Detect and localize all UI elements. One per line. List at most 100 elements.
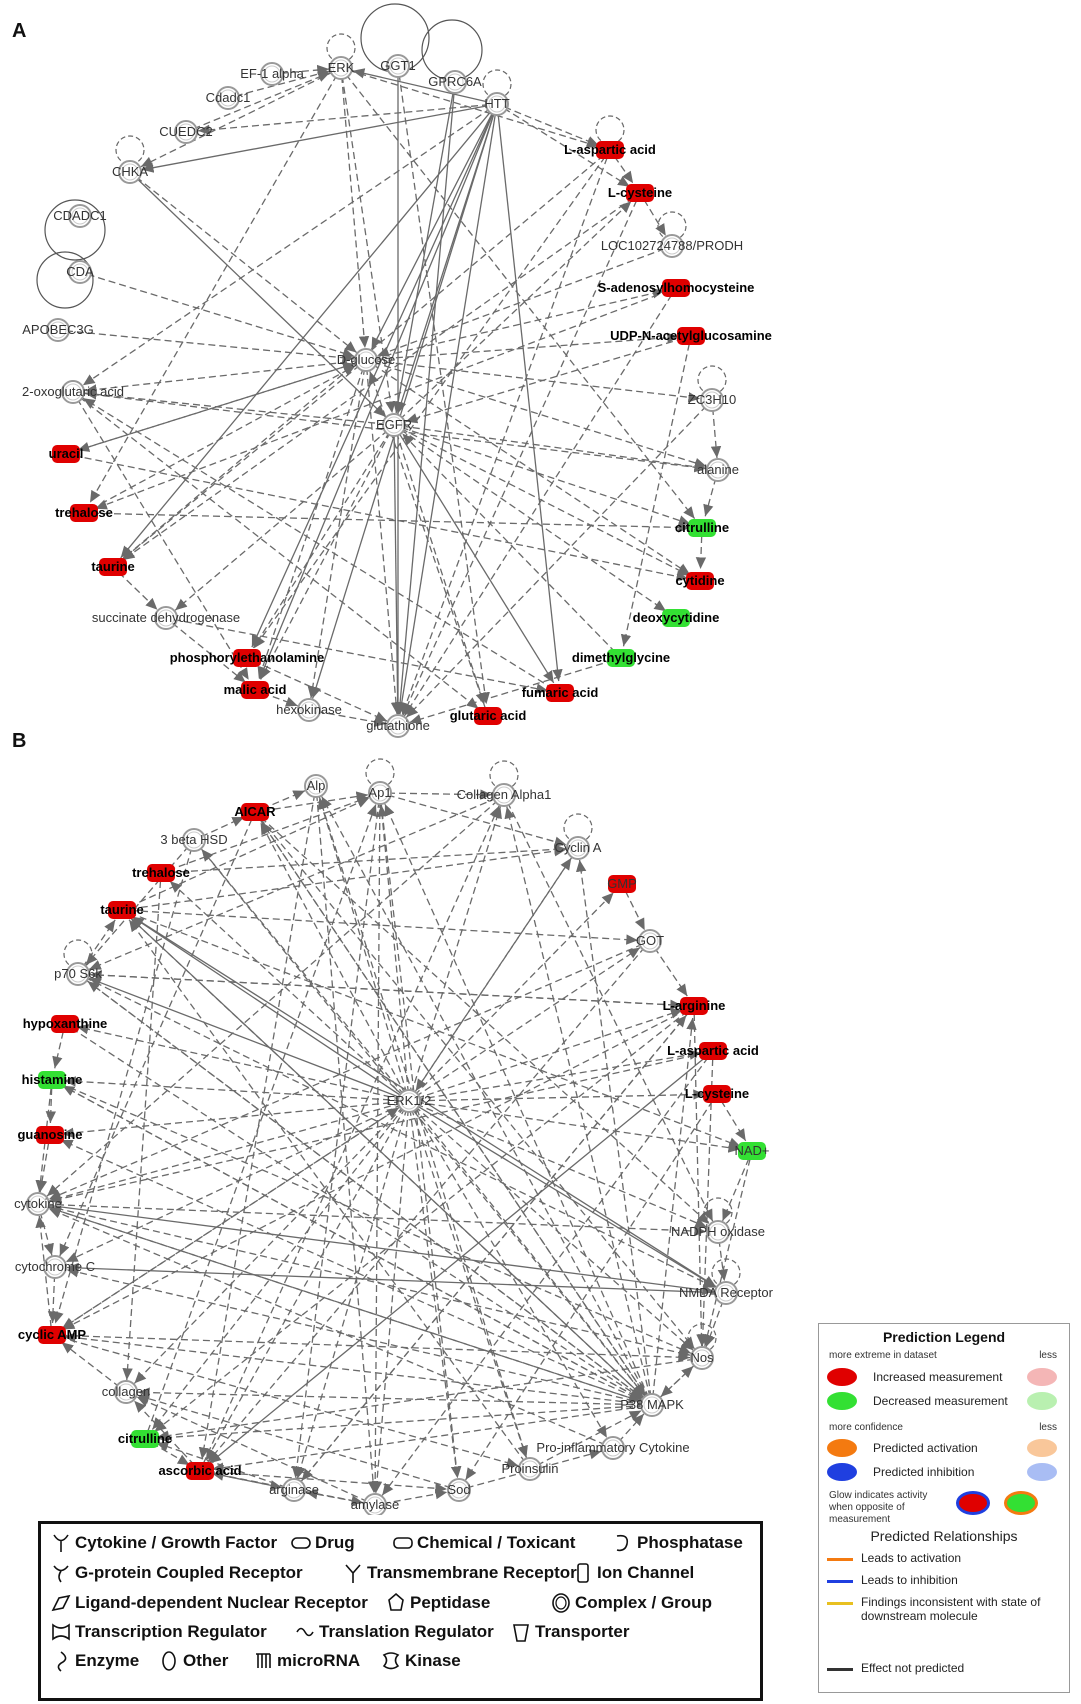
- node-larg[interactable]: L-arginine: [663, 997, 726, 1015]
- node-gua[interactable]: guanosine: [17, 1126, 83, 1144]
- node-camp[interactable]: cyclic AMP: [18, 1326, 86, 1344]
- node-dglu[interactable]: D-glucose: [337, 348, 396, 372]
- node-cyt[interactable]: cytidine: [675, 572, 725, 590]
- edge-erk12-to-pro: [410, 1108, 528, 1458]
- shape-legend-label: Drug: [315, 1533, 355, 1552]
- node-inner-circle: [185, 831, 203, 849]
- node-gprc6a[interactable]: GPRC6A: [428, 70, 482, 94]
- node-label: trehalose: [55, 505, 113, 520]
- node-marker-red: [686, 572, 714, 590]
- node-nad[interactable]: NAD+: [734, 1142, 770, 1160]
- node-hsd[interactable]: 3 beta HSD: [160, 828, 228, 852]
- shape-legend-item: Complex / Group: [551, 1592, 712, 1614]
- node-lasp[interactable]: L-aspartic acid: [564, 141, 656, 159]
- node-tre[interactable]: trehalose: [55, 504, 113, 522]
- node-erk12[interactable]: ERK1/2: [387, 1089, 432, 1113]
- node-ggt1[interactable]: GGT1: [380, 54, 416, 78]
- node-erk[interactable]: ERK: [328, 56, 355, 80]
- edge-htt-to-fum: [497, 111, 563, 682]
- self-loop: [711, 1258, 741, 1288]
- node-ura[interactable]: uracil: [49, 445, 84, 463]
- node-col1[interactable]: Collagen Alpha1: [457, 783, 552, 807]
- node-cytk[interactable]: cytokine: [14, 1192, 62, 1216]
- node-label: GMP: [607, 876, 637, 891]
- node-fum[interactable]: fumaric acid: [522, 684, 599, 702]
- node-pro[interactable]: Proinsulin: [501, 1457, 559, 1481]
- node-mal[interactable]: malic acid: [224, 681, 287, 699]
- node-gsh[interactable]: glutathione: [366, 714, 430, 738]
- activation-swatch: [827, 1439, 857, 1457]
- node-cyca[interactable]: Cyclin A: [555, 836, 602, 860]
- node-sah[interactable]: S-adenosylhomocysteine: [598, 279, 755, 297]
- complex-icon: [551, 1592, 571, 1614]
- node-inner-circle: [663, 237, 681, 255]
- edge-sdh-to-mal: [171, 622, 247, 684]
- rel-activation-line: [827, 1558, 853, 1561]
- node-tau[interactable]: taurine: [91, 558, 135, 576]
- node-marker-red: [99, 558, 127, 576]
- node-zc3h10[interactable]: ZC3H10: [688, 388, 736, 412]
- node-cdadc1[interactable]: Cdadc1: [206, 86, 251, 110]
- other-icon: [159, 1650, 179, 1672]
- node-label: glutaric acid: [450, 708, 527, 723]
- edge-tau-to-nad: [129, 912, 742, 1148]
- node-cytc[interactable]: cytochrome C: [15, 1255, 95, 1279]
- node-label: ERK1/2: [387, 1093, 432, 1108]
- node-coll[interactable]: collagen: [102, 1380, 150, 1404]
- node-got[interactable]: GOT: [636, 929, 664, 953]
- node-cit[interactable]: citrulline: [675, 519, 729, 537]
- node-p70[interactable]: p70 S6k: [54, 962, 102, 986]
- node-his[interactable]: histamine: [22, 1071, 83, 1089]
- drug-icon: [291, 1532, 311, 1554]
- node-sod[interactable]: Sod: [447, 1478, 471, 1502]
- edge-zc3h10-to-ala: [710, 407, 722, 459]
- node-apobec3g[interactable]: APOBEC3G: [22, 318, 94, 342]
- edge-egfr-to-sdh: [174, 429, 389, 611]
- node-sdh[interactable]: succinate dehydrogenase: [92, 606, 240, 630]
- node-inner-circle: [366, 1496, 384, 1514]
- edge-pro-to-tau: [128, 919, 526, 1463]
- node-tre[interactable]: trehalose: [132, 864, 190, 882]
- node-hex[interactable]: hexokinase: [276, 698, 342, 722]
- increased-label: Increased measurement: [873, 1370, 1003, 1384]
- node-dcy[interactable]: deoxycytidine: [633, 609, 720, 627]
- node-nos[interactable]: Nos: [690, 1346, 714, 1370]
- node-ef1[interactable]: EF-1 alpha: [240, 62, 305, 86]
- node-alp[interactable]: Alp: [304, 774, 328, 798]
- node-gmp[interactable]: GMP: [607, 875, 637, 893]
- node-nadph[interactable]: NADPH oxidase: [671, 1220, 765, 1244]
- node-arg[interactable]: arginase: [269, 1478, 319, 1502]
- node-cit[interactable]: citrulline: [118, 1430, 172, 1448]
- node-cuedc2[interactable]: CUEDC2: [159, 120, 213, 144]
- node-marker-green: [662, 609, 690, 627]
- node-label: CUEDC2: [159, 124, 212, 139]
- node-inner-circle: [219, 89, 237, 107]
- edge-lasp-to-amy: [381, 1057, 709, 1496]
- node-aicar[interactable]: AICAR: [234, 803, 276, 821]
- node-loc[interactable]: LOC102724788/PRODH: [601, 234, 743, 258]
- node-asc[interactable]: ascorbic acid: [158, 1462, 242, 1480]
- node-htt[interactable]: HTT: [484, 92, 510, 116]
- node-chka[interactable]: CHKA: [112, 160, 148, 184]
- node-pea[interactable]: phosphorylethanolamine: [170, 649, 325, 667]
- node-cdadc1[interactable]: CDADC1: [53, 204, 107, 228]
- node-tau[interactable]: taurine: [100, 901, 144, 919]
- node-udp[interactable]: UDP-N-acetylglucosamine: [610, 327, 772, 345]
- node-amy[interactable]: amylase: [351, 1493, 399, 1515]
- node-oxo[interactable]: 2-oxoglutaric acid: [22, 380, 124, 404]
- node-nmda[interactable]: NMDA Receptor: [679, 1281, 774, 1305]
- node-pic[interactable]: Pro-inflammatory Cytokine: [536, 1436, 690, 1460]
- node-p38[interactable]: P38 MAPK: [620, 1393, 684, 1417]
- node-glu[interactable]: glutaric acid: [450, 707, 527, 725]
- node-hyp[interactable]: hypoxanthine: [23, 1015, 108, 1033]
- node-lcys[interactable]: L-cysteine: [685, 1085, 749, 1103]
- node-cda[interactable]: CDA: [66, 260, 94, 284]
- cytokine-icon: [51, 1532, 71, 1554]
- node-lasp[interactable]: L-aspartic acid: [667, 1042, 759, 1060]
- node-egfr[interactable]: EGFR: [376, 413, 412, 437]
- node-dmg[interactable]: dimethylglycine: [572, 649, 670, 667]
- node-lcys[interactable]: L-cysteine: [608, 184, 672, 202]
- node-ap1[interactable]: Ap1: [368, 781, 392, 805]
- rel-inconsistent-label: Findings inconsistent with state of down…: [861, 1595, 1041, 1623]
- node-ala[interactable]: alanine: [697, 458, 739, 482]
